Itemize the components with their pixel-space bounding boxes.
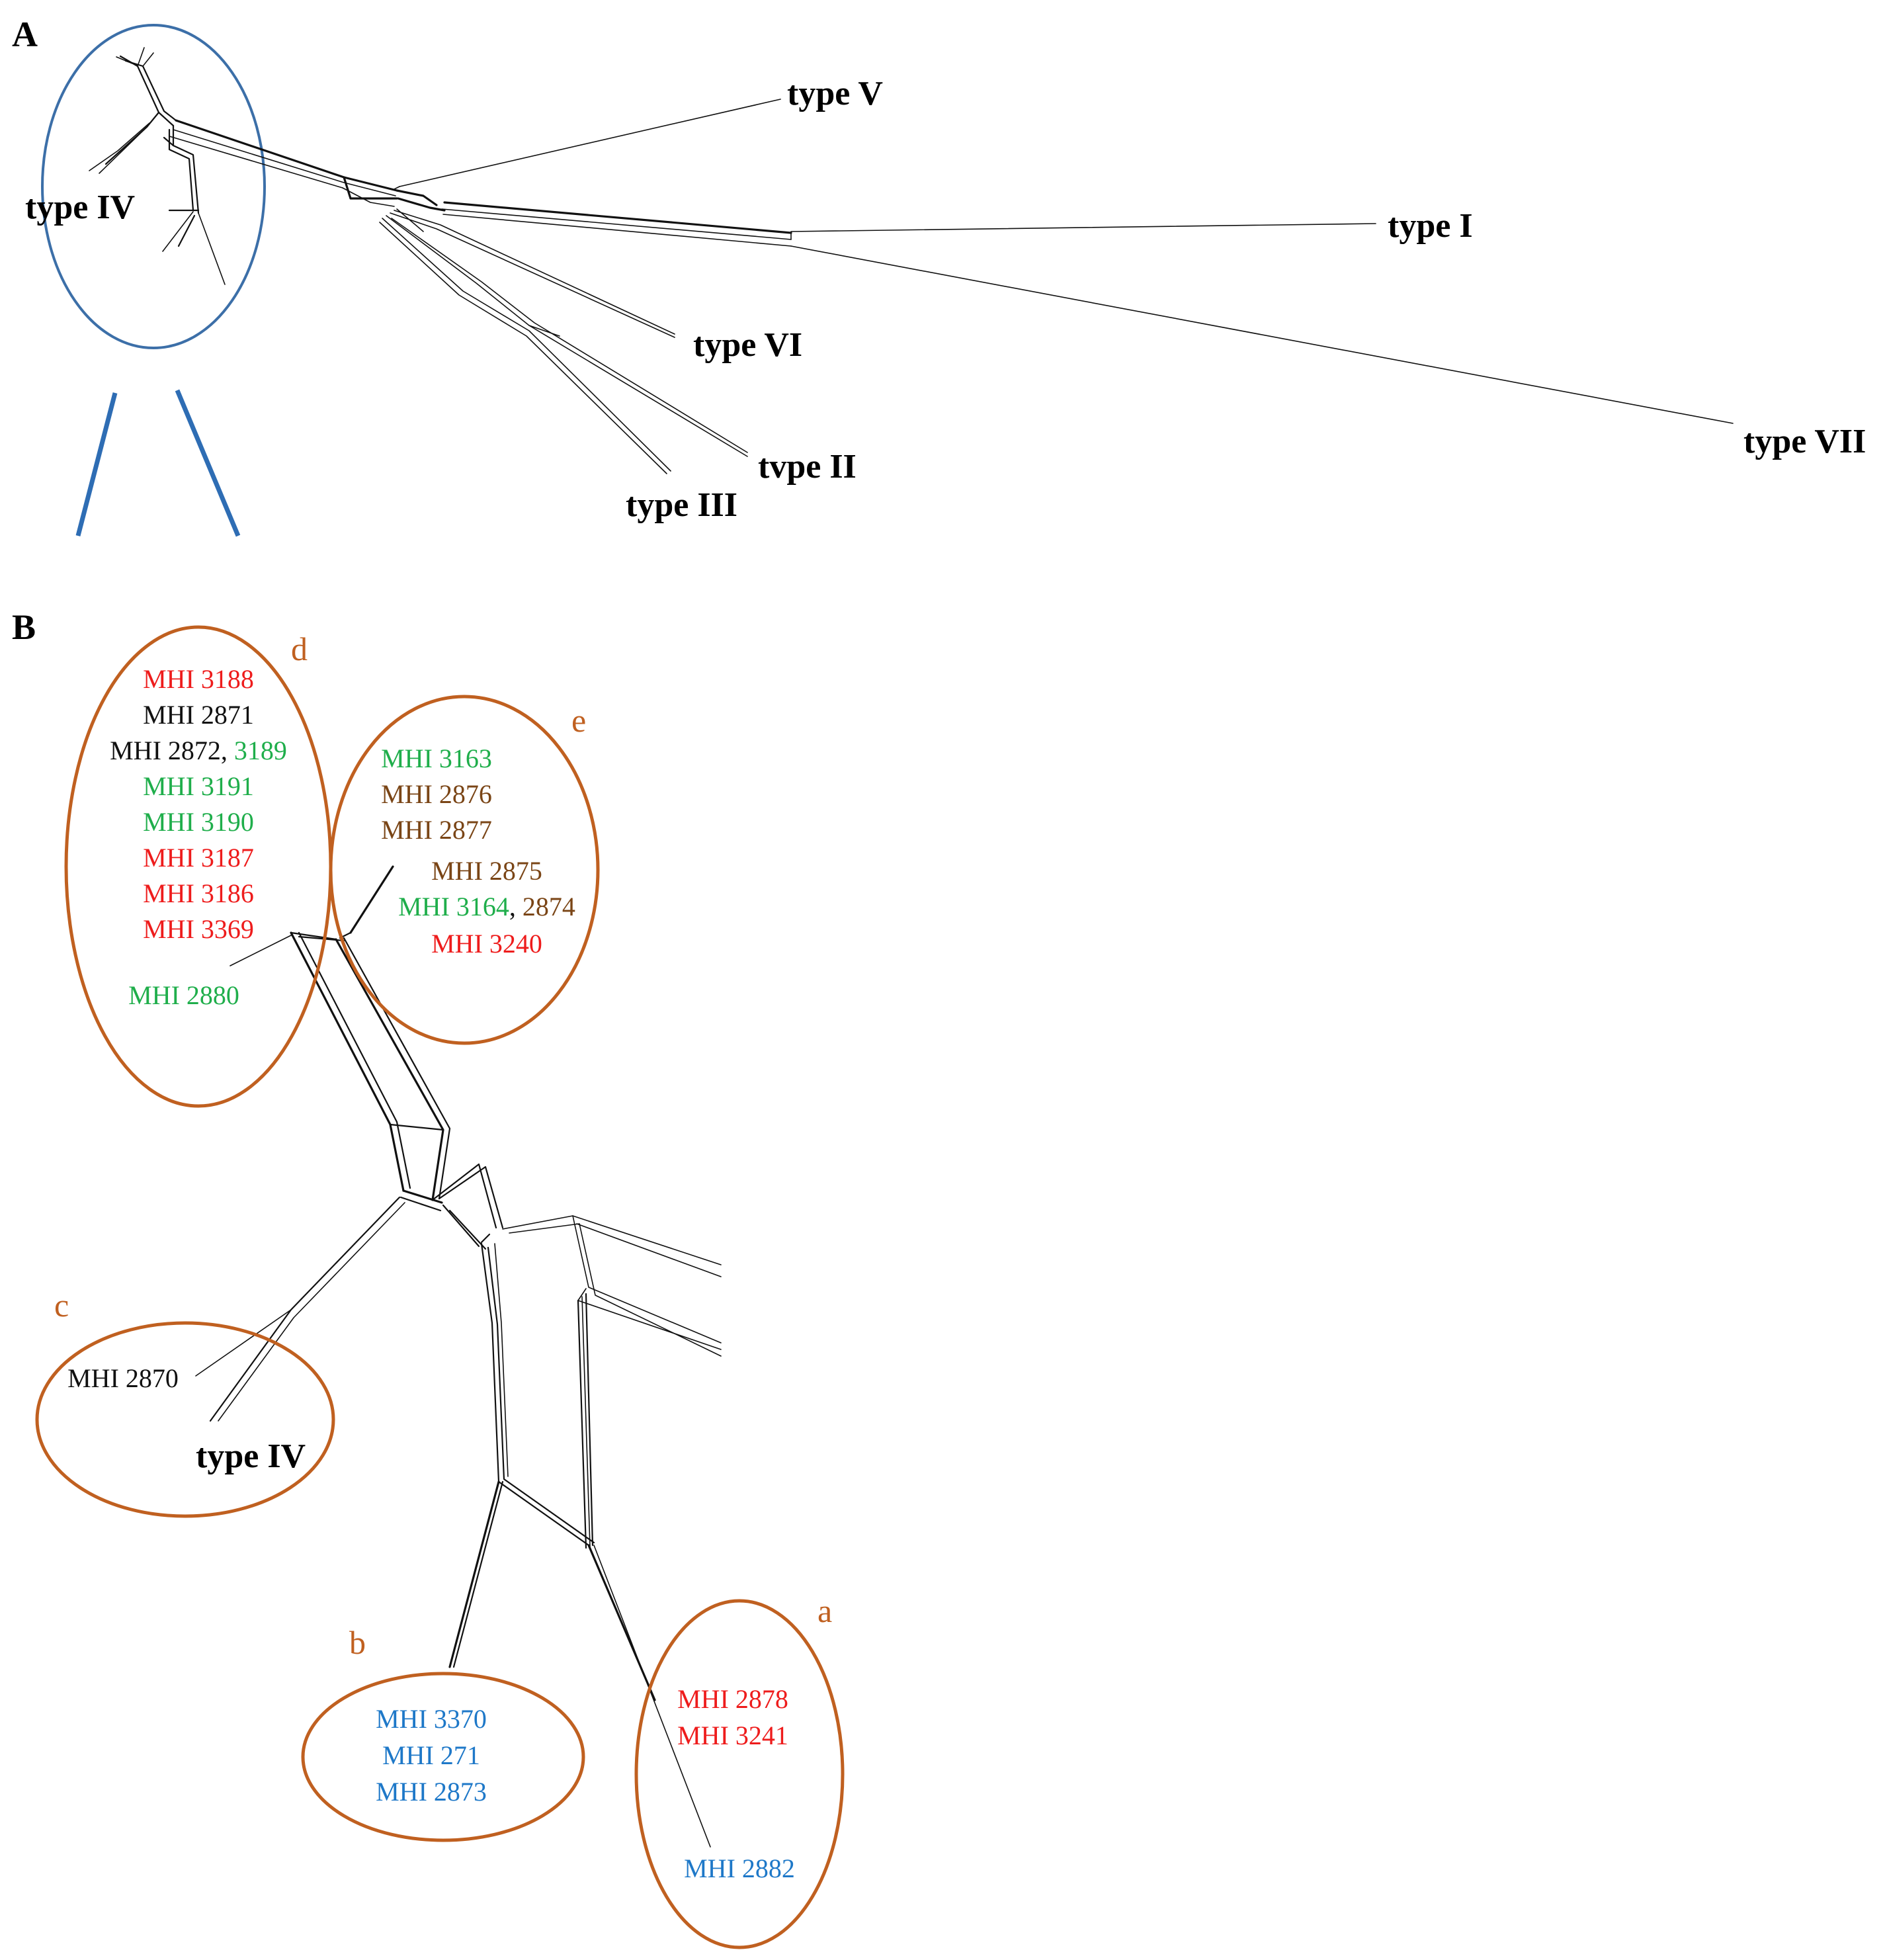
- panel-a-branches: [379, 99, 1734, 474]
- panel-a-network: type IV type V type I type VI tvpe II ty…: [25, 24, 1866, 524]
- panel-b-network: [195, 865, 722, 1848]
- cluster-e-ellipse: [329, 695, 600, 1045]
- strain-label-b-2: MHI 271: [382, 1740, 480, 1770]
- label-type-vii: type VII: [1743, 423, 1866, 460]
- cluster-a-ellipse: [634, 1599, 845, 1949]
- panel-a-trunk: [169, 119, 446, 212]
- strain-label-e-1: MHI 3163: [381, 744, 492, 773]
- cluster-b-letter: b: [349, 1624, 366, 1661]
- type-iv-highlight-ellipse: [41, 24, 266, 349]
- label-type-i: type I: [1388, 207, 1473, 245]
- cluster-c-type-label: type IV: [196, 1437, 306, 1475]
- strain-label-e-2: MHI 2876: [381, 779, 492, 809]
- label-type-vi: type VI: [693, 326, 802, 364]
- strain-label-d-1: MHI 3188: [143, 664, 254, 694]
- strain-label-e-5: MHI 3164, 2874: [398, 892, 575, 921]
- cluster-a-letter: a: [817, 1592, 832, 1629]
- cluster-e-letter: e: [571, 702, 586, 739]
- strain-label-c-1: MHI 2870: [67, 1363, 179, 1393]
- cluster-c-ellipse: [35, 1321, 335, 1518]
- cluster-d-letter: d: [291, 630, 308, 667]
- strain-label-d-8: MHI 3369: [143, 914, 254, 944]
- strain-label-e-3: MHI 2877: [381, 815, 492, 845]
- strain-label-b-1: MHI 3370: [376, 1704, 487, 1734]
- strain-label-a-1: MHI 2878: [677, 1684, 788, 1714]
- label-type-ii: tvpe II: [758, 448, 857, 486]
- strain-label-e-6: MHI 3240: [431, 929, 542, 959]
- strain-label-e-4: MHI 2875: [431, 856, 542, 886]
- strain-label-d-9: MHI 2880: [128, 980, 239, 1010]
- cluster-b-ellipse: [301, 1672, 585, 1842]
- cluster-c-letter: c: [54, 1287, 69, 1324]
- strain-label-d-3: MHI 2872, 3189: [110, 736, 287, 765]
- type-iv-subnetwork: [89, 47, 226, 285]
- label-type-iii: type III: [626, 486, 737, 524]
- strain-label-a-2: MHI 3241: [677, 1721, 788, 1750]
- strain-label-d-5: MHI 3190: [143, 807, 254, 837]
- label-type-iv: type IV: [25, 189, 135, 226]
- strain-label-d-2: MHI 2871: [143, 700, 254, 730]
- zoom-line-right: [175, 389, 241, 537]
- label-type-v: type V: [787, 75, 883, 112]
- zoom-line-left: [75, 392, 118, 536]
- strain-label-a-3: MHI 2882: [684, 1853, 795, 1883]
- strain-label-d-7: MHI 3186: [143, 878, 254, 908]
- panel-a-label: A: [12, 15, 38, 54]
- panel-b-label: B: [12, 607, 36, 647]
- strain-label-d-6: MHI 3187: [143, 843, 254, 873]
- strain-label-d-4: MHI 3191: [143, 771, 254, 801]
- strain-label-b-3: MHI 2873: [376, 1777, 487, 1807]
